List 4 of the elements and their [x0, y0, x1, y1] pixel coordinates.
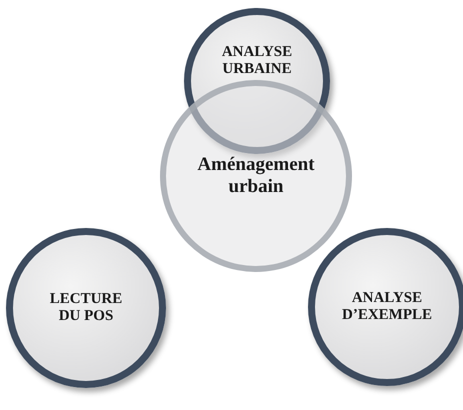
circle-label: ANALYSE D’EXEMPLE	[341, 290, 433, 324]
circle-label: Aménagement urbain	[196, 154, 316, 198]
circle-label: LECTURE DU POS	[48, 291, 124, 325]
circle-label: ANALYSE URBAINE	[220, 44, 294, 78]
